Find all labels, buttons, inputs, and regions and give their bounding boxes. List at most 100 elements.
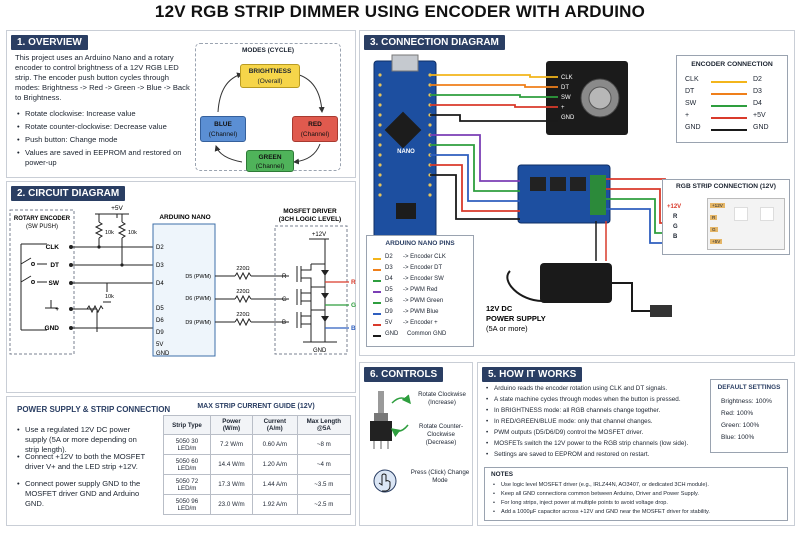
strip-pin-label: R	[673, 214, 678, 220]
table-cell: ~4 m	[296, 454, 352, 475]
pin-desc: -> PWM Red	[403, 287, 438, 293]
mosfet-supply: +12V	[312, 232, 326, 238]
table-cell: 5050 30 LED/m	[163, 434, 211, 455]
circuit-header: 2. CIRCUIT DIAGRAM	[11, 186, 126, 201]
enc-mod-pin: CLK	[561, 75, 573, 81]
how-panel: 5. HOW IT WORKS Arduino reads the encode…	[477, 362, 795, 526]
supply-5v: +5V	[111, 205, 123, 212]
legend-wire	[711, 129, 747, 131]
enc-sub: (SW PUSH)	[26, 224, 58, 230]
pin-row: D4 -> Encoder SW	[373, 276, 471, 286]
pin-desc: -> Encoder CLK	[403, 254, 446, 260]
defaults-box: DEFAULT SETTINGS Brightness: 100% Red: 1…	[710, 379, 788, 453]
psu-label2: POWER SUPPLY	[486, 314, 546, 323]
legend-from: DT	[685, 88, 695, 95]
table-cell: 1.20 A/m	[252, 454, 298, 475]
enc-mod-pin: +	[561, 105, 565, 111]
mosfet-gate: B	[282, 320, 286, 326]
mode-brightness-sub: (Overall)	[257, 78, 283, 85]
connection-panel: 3. CONNECTION DIAGRAM NANO CLK DT SW + G…	[359, 30, 795, 356]
overview-bullet: Values are saved in EEPROM and restored …	[17, 148, 193, 168]
nano-pin: GND	[156, 351, 170, 357]
table-cell: ~8 m	[296, 434, 352, 455]
legend-wire	[711, 81, 747, 83]
control-ccw: Rotate Counter-Clockwise (Decrease)	[418, 423, 464, 446]
table-header: Max Length @5A	[296, 415, 352, 435]
legend-from: CLK	[685, 76, 699, 83]
pin-color	[373, 291, 381, 293]
mosfet-sub: (3CH LOGIC LEVEL)	[279, 216, 341, 223]
table-cell: 1.44 A/m	[252, 474, 298, 495]
pin-color	[373, 280, 381, 282]
pwm-label: D5 (PWM)	[185, 274, 211, 280]
legend-from: SW	[685, 100, 697, 107]
modes-title: MODES (CYCLE)	[242, 47, 294, 54]
table-cell: 17.3 W/m	[209, 474, 254, 495]
mode-green-name: GREEN	[258, 154, 282, 161]
pwm-label: D9 (PWM)	[185, 320, 211, 326]
pin-name: D4	[385, 276, 393, 282]
mode-blue: BLUE (Channel)	[200, 116, 246, 142]
nano-pin: D2	[156, 245, 164, 251]
enc-pin: DT	[50, 262, 59, 269]
overview-bullet: Rotate counter-clockwise: Decrease value	[17, 122, 193, 132]
notes-box: NOTES Use logic level MOSFET driver (e.g…	[484, 467, 788, 521]
pullup-label: 10k	[105, 230, 114, 236]
overview-panel: 1. OVERVIEW This project uses an Arduino…	[6, 30, 356, 178]
pin-row: 5V -> Encoder +	[373, 320, 471, 330]
table-cell: 0.60 A/m	[252, 434, 298, 455]
default-value: Green: 100%	[721, 422, 760, 429]
legend-to: GND	[753, 124, 769, 131]
table-header: Power (W/m)	[209, 415, 254, 435]
how-bullet: MOSFETs switch the 12V power to the RGB …	[486, 440, 706, 448]
pin-color	[373, 302, 381, 304]
table-cell: 5050 60 LED/m	[163, 454, 211, 475]
overview-header: 1. OVERVIEW	[11, 35, 88, 50]
table-cell: 7.2 W/m	[209, 434, 254, 455]
overview-bullet: Push button: Change mode	[17, 135, 193, 145]
nano-pin: D6	[156, 318, 164, 324]
connection-wiring: NANO CLK DT SW + GND	[373, 54, 706, 333]
legend-row: CLK D2	[685, 76, 783, 87]
psu-label: 12V DC	[486, 304, 513, 313]
pin-name: D5	[385, 287, 393, 293]
mode-green-sub: (Channel)	[255, 163, 285, 170]
strip-pad: +5V	[710, 239, 723, 244]
led-strip: +12V R G +5V	[707, 198, 785, 250]
connection-header: 3. CONNECTION DIAGRAM	[364, 35, 505, 50]
mosfet-gnd: GND	[313, 348, 327, 354]
mode-blue-sub: (Channel)	[208, 131, 238, 138]
mode-brightness-name: BRIGHTNESS	[248, 68, 292, 75]
strip-pad: G	[710, 227, 718, 232]
nano-pin: D3	[156, 263, 164, 269]
pin-desc: -> Encoder DT	[403, 265, 443, 271]
legend-title: ENCODER CONNECTION	[691, 61, 773, 68]
overview-bullet: Rotate clockwise: Increase value	[17, 109, 193, 119]
table-cell: 5050 72 LED/m	[163, 474, 211, 495]
default-value: Blue: 100%	[721, 434, 755, 441]
out-g: G	[351, 302, 356, 309]
knob-icon	[370, 391, 411, 493]
nano-pin: 5V	[156, 342, 163, 348]
res-label: 220Ω	[236, 266, 249, 272]
table-cell: ~3.5 m	[296, 474, 352, 495]
note-item: For long strips, inject power at multipl…	[493, 499, 783, 508]
enc-title: ROTARY ENCODER	[14, 216, 71, 222]
led-chip	[760, 207, 774, 221]
enc-pin: GND	[45, 325, 60, 332]
legend-row: GND GND	[685, 124, 783, 135]
legend-to: +5V	[753, 112, 766, 119]
enc-pin: CLK	[46, 244, 60, 251]
pin-name: D2	[385, 254, 393, 260]
pin-desc: -> PWM Green	[403, 298, 444, 304]
how-bullet: PWM outputs (D5/D6/D9) control the MOSFE…	[486, 429, 706, 437]
table-header-row: Strip Type Power (W/m) Current (A/m) Max…	[163, 415, 352, 435]
note-item: Keep all GND connections common between …	[493, 490, 783, 499]
notes-title: NOTES	[491, 471, 514, 478]
pin-desc: -> Encoder +	[403, 320, 438, 326]
strip-pin-label: B	[673, 234, 678, 240]
current-guide-table: Strip Type Power (W/m) Current (A/m) Max…	[163, 415, 352, 515]
pin-row: D6 -> PWM Green	[373, 298, 471, 308]
enc-mod-pin: DT	[561, 85, 569, 91]
